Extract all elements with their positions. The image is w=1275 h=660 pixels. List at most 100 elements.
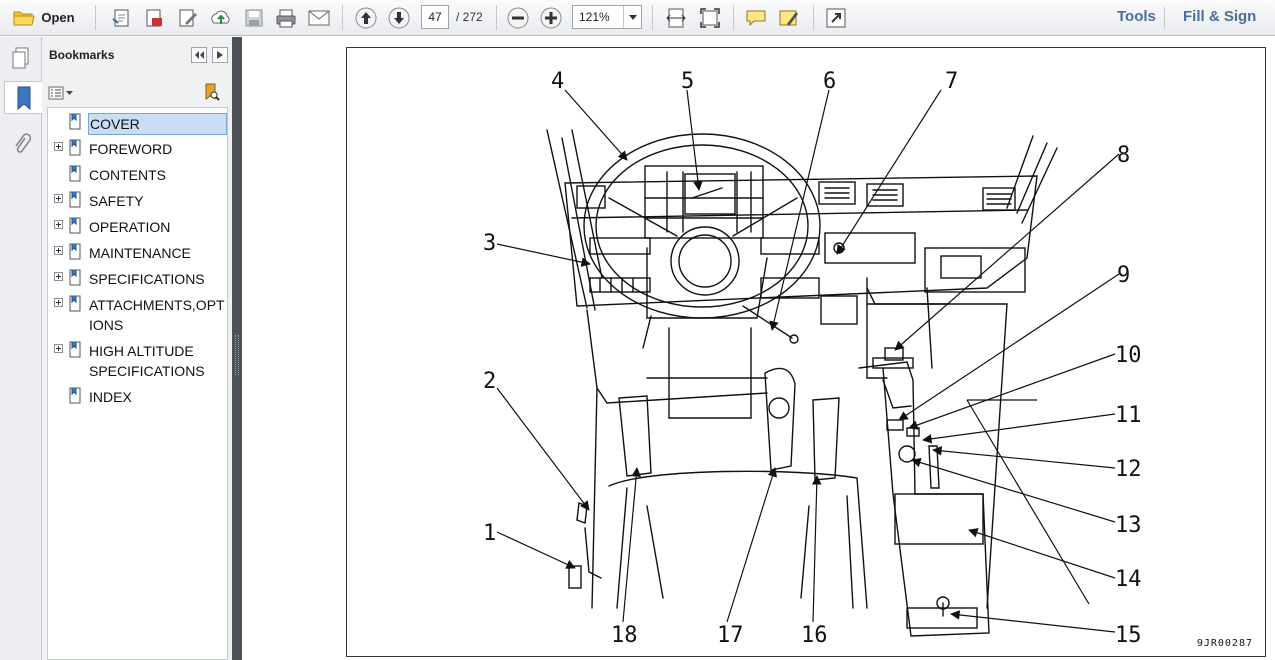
toolbar-separator — [1164, 7, 1165, 29]
callout-label: 16 — [801, 623, 828, 648]
expand-icon[interactable] — [54, 142, 63, 151]
print-button[interactable] — [272, 4, 300, 31]
bookmark-item-foreword[interactable]: FOREWORD — [48, 139, 228, 161]
list-options-icon — [48, 86, 64, 100]
chevron-right-icon — [217, 51, 223, 59]
full-screen-button[interactable] — [696, 4, 724, 31]
save-button[interactable] — [240, 4, 268, 31]
find-bookmark-button[interactable] — [202, 83, 220, 106]
callout-label: 13 — [1115, 513, 1142, 538]
double-chevron-left-icon — [195, 51, 204, 59]
expand-icon[interactable] — [54, 298, 63, 307]
highlight-button[interactable] — [775, 4, 803, 31]
callout-label: 5 — [681, 69, 694, 94]
panel-splitter[interactable] — [232, 37, 242, 660]
bookmark-item-index[interactable]: INDEX — [48, 387, 228, 409]
callout-label: 18 — [611, 623, 638, 648]
page-number-input[interactable] — [421, 5, 449, 29]
speech-bubble-icon — [746, 10, 766, 26]
bookmark-icon — [69, 113, 81, 135]
callout-label: 7 — [945, 69, 958, 94]
callout-label: 10 — [1115, 343, 1142, 368]
bookmark-icon — [69, 387, 81, 409]
edit-pdf-button[interactable] — [174, 4, 202, 31]
tools-link[interactable]: Tools — [1117, 8, 1156, 25]
figure-code: 9JR00287 — [1196, 638, 1253, 649]
bookmark-options-menu[interactable] — [48, 84, 76, 102]
chevron-down-icon[interactable] — [623, 6, 641, 28]
bookmark-icon — [69, 191, 81, 213]
bookmark-search-icon — [205, 83, 220, 101]
bookmark-item-contents[interactable]: CONTENTS — [48, 165, 228, 187]
upload-button[interactable] — [207, 4, 235, 31]
email-button[interactable] — [305, 4, 333, 31]
toolbar-separator — [95, 5, 96, 30]
export-pdf-button[interactable] — [140, 4, 168, 31]
bookmark-item-attachments-options[interactable]: ATTACHMENTS,OPTIONS — [48, 295, 228, 337]
bookmark-icon — [69, 269, 81, 291]
minus-icon — [507, 7, 529, 28]
callout-label: 15 — [1115, 623, 1142, 648]
bookmark-item-cover[interactable]: COVER — [48, 113, 228, 135]
export-pdf-icon — [146, 9, 162, 26]
main-toolbar: Open / 272 121% — [0, 0, 1275, 36]
expand-panel-button[interactable] — [212, 47, 228, 63]
bookmark-icon — [69, 139, 81, 161]
zoom-in-button[interactable] — [537, 4, 565, 31]
expand-icon[interactable] — [54, 194, 63, 203]
bookmark-icon — [69, 217, 81, 239]
bookmarks-panel-button[interactable] — [4, 81, 42, 114]
collapse-panel-button[interactable] — [191, 47, 207, 63]
cloud-upload-icon — [211, 10, 230, 24]
callout-label: 6 — [823, 69, 836, 94]
fit-page-width-icon — [666, 8, 686, 27]
bookmark-item-specifications[interactable]: SPECIFICATIONS — [48, 269, 228, 291]
toolbar-separator — [733, 5, 734, 30]
folder-icon — [13, 11, 35, 25]
expand-icon[interactable] — [54, 344, 63, 353]
expand-icon[interactable] — [54, 272, 63, 281]
highlighter-icon — [779, 10, 798, 26]
attachments-button[interactable] — [4, 127, 37, 160]
pages-icon — [12, 47, 28, 68]
expand-button[interactable] — [822, 4, 850, 31]
expand-icon[interactable] — [54, 246, 63, 255]
bookmark-item-high-altitude-specifications[interactable]: HIGH ALTITUDE SPECIFICATIONS — [48, 341, 228, 383]
previous-page-button[interactable] — [352, 4, 380, 31]
create-pdf-icon — [112, 9, 129, 26]
callout-label: 14 — [1115, 567, 1142, 592]
fill-and-sign-link[interactable]: Fill & Sign — [1183, 8, 1257, 25]
zoom-out-button[interactable] — [504, 4, 532, 31]
callout-label: 1 — [483, 521, 496, 546]
panel-title: Bookmarks — [49, 48, 115, 62]
fullscreen-icon — [700, 7, 720, 28]
bookmark-item-operation[interactable]: OPERATION — [48, 217, 228, 239]
next-page-button[interactable] — [385, 4, 413, 31]
callout-label: 2 — [483, 369, 496, 394]
bookmark-item-safety[interactable]: SAFETY — [48, 191, 228, 213]
pdf-page: 1 2 3 4 5 6 7 8 9 10 11 12 13 14 15 16 1… — [346, 47, 1266, 657]
bookmark-icon — [69, 243, 81, 265]
comment-button[interactable] — [742, 4, 770, 31]
create-pdf-button[interactable] — [108, 4, 136, 31]
document-viewport[interactable]: 1 2 3 4 5 6 7 8 9 10 11 12 13 14 15 16 1… — [242, 37, 1275, 660]
bookmark-item-maintenance[interactable]: MAINTENANCE — [48, 243, 228, 265]
cab-interior-line-drawing: 1 2 3 4 5 6 7 8 9 10 11 12 13 14 15 16 1… — [483, 69, 1142, 648]
callout-label: 17 — [717, 623, 744, 648]
bookmarks-panel: Bookmarks COVER FOREWORD CONTENTS SAFETY — [42, 37, 232, 660]
splitter-grip[interactable] — [235, 335, 239, 375]
bookmark-ribbon-icon — [17, 86, 30, 110]
toolbar-separator — [813, 5, 814, 30]
page-total: / 272 — [456, 10, 483, 24]
expand-arrows-icon — [826, 8, 846, 27]
expand-icon[interactable] — [54, 220, 63, 229]
page-thumbnails-button[interactable] — [4, 41, 37, 74]
fit-width-button[interactable] — [662, 4, 690, 31]
callout-label: 3 — [483, 231, 496, 256]
toolbar-separator — [496, 5, 497, 30]
open-button[interactable]: Open — [6, 4, 82, 31]
zoom-select[interactable]: 121% — [572, 5, 642, 29]
callout-label: 4 — [551, 69, 564, 94]
plus-icon — [540, 7, 562, 28]
printer-icon — [276, 9, 296, 27]
